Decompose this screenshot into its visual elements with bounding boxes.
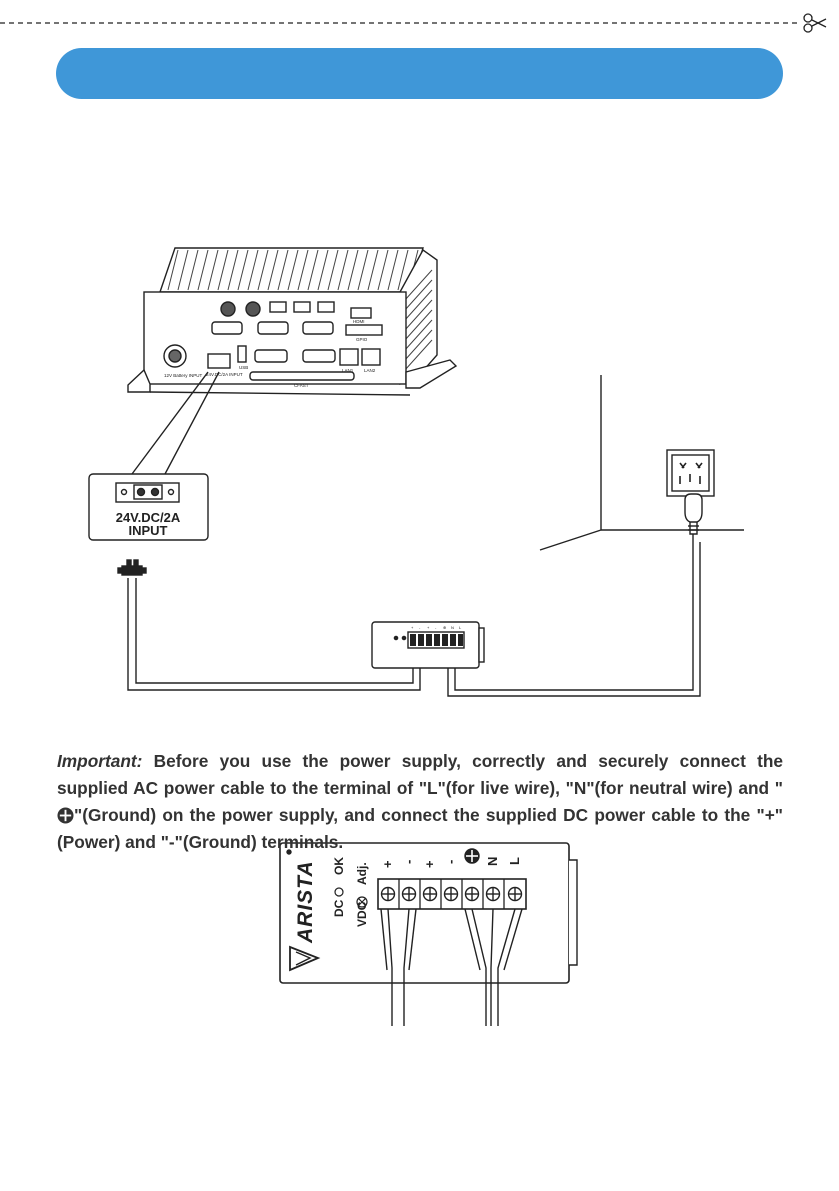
psu-dc-label: DC bbox=[332, 899, 346, 917]
svg-text:-: - bbox=[419, 625, 421, 630]
important-lead: Important: bbox=[57, 751, 143, 772]
important-text-1: Before you use the power supply, correct… bbox=[57, 751, 783, 799]
ground-inline-icon bbox=[57, 807, 74, 824]
svg-text:N: N bbox=[451, 625, 454, 630]
svg-text:⊕: ⊕ bbox=[443, 625, 446, 630]
psu-adj-label: Adj. bbox=[355, 862, 369, 885]
terminal-label-1: + bbox=[380, 860, 395, 868]
important-text-2: "(Ground) on the power supply, and conne… bbox=[57, 805, 783, 853]
callout-line1: 24V.DC/2A bbox=[116, 510, 181, 525]
label-lan2: LAN2 bbox=[364, 368, 376, 373]
power-input-callout bbox=[88, 473, 209, 541]
scissors-icon bbox=[803, 13, 827, 33]
label-hdmi: HDMI bbox=[353, 319, 365, 324]
label-battery: 12V Battery INPUT bbox=[164, 373, 203, 378]
ground-symbol-icon bbox=[464, 848, 480, 864]
terminal-label-n: N bbox=[485, 857, 500, 866]
svg-text:+: + bbox=[427, 625, 430, 630]
psu-ok-label: OK bbox=[332, 857, 346, 875]
label-lan1: LAN1 bbox=[342, 368, 354, 373]
adj-knob-icon bbox=[356, 896, 368, 908]
terminal-label-4: - bbox=[443, 860, 458, 864]
important-note: Important: Before you use the power supp… bbox=[57, 748, 783, 856]
label-power-in: 24V.DC/2A INPUT bbox=[206, 372, 243, 377]
svg-text:-: - bbox=[435, 625, 437, 630]
embedded-pc bbox=[127, 247, 458, 396]
section-banner bbox=[56, 48, 783, 99]
terminal-label-2: - bbox=[401, 860, 416, 864]
svg-text:L: L bbox=[459, 625, 462, 630]
power-supply-closeup bbox=[279, 842, 578, 1026]
psu-brand: ARISTA bbox=[294, 860, 317, 944]
wall-corner bbox=[539, 375, 744, 551]
label-cfast: CFAST bbox=[294, 383, 309, 388]
ok-led-icon bbox=[334, 887, 344, 897]
cut-line bbox=[0, 13, 827, 33]
arista-logo-icon bbox=[289, 945, 321, 972]
callout-line2: INPUT bbox=[129, 523, 168, 538]
terminal-label-l: L bbox=[507, 857, 522, 865]
svg-text:+: + bbox=[411, 625, 414, 630]
ac-plug-icon bbox=[684, 493, 703, 542]
psu-vdc-label: VDC bbox=[355, 901, 369, 927]
wall-socket-icon bbox=[666, 449, 715, 497]
label-usb: USB bbox=[239, 365, 248, 370]
dc-plug-icon bbox=[117, 559, 147, 576]
label-gpio: GPIO bbox=[356, 337, 368, 342]
terminal-label-3: + bbox=[422, 860, 437, 868]
